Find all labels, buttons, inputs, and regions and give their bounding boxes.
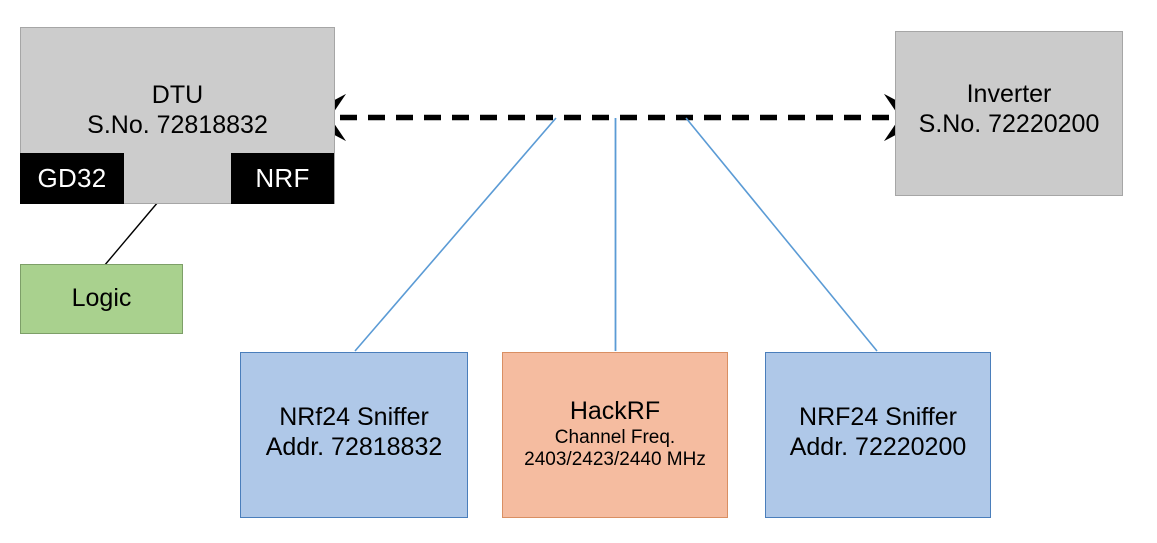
node-nrf[interactable]: NRF [231, 153, 334, 204]
node-gd32[interactable]: GD32 [20, 153, 124, 204]
dtu-serial: S.No. 72818832 [87, 110, 268, 139]
logic-label: Logic [71, 284, 132, 313]
tap-left-line [354, 117, 557, 352]
hackrf-frequencies: 2403/2423/2440 MHz [524, 448, 706, 470]
sniffer-left-title: NRf24 Sniffer [279, 403, 429, 431]
node-nrf24-sniffer-right[interactable]: NRF24 Sniffer Addr. 72220200 [765, 352, 991, 518]
node-hackrf[interactable]: HackRF Channel Freq. 2403/2423/2440 MHz [502, 352, 728, 518]
node-nrf24-sniffer-left[interactable]: NRf24 Sniffer Addr. 72818832 [240, 352, 468, 518]
sniffer-left-address: Addr. 72818832 [265, 432, 443, 461]
sniffer-right-title: NRF24 Sniffer [799, 403, 957, 431]
gd32-label: GD32 [37, 163, 107, 193]
sniffer-right-address: Addr. 72220200 [789, 432, 967, 461]
hackrf-title: HackRF [569, 397, 661, 425]
node-logic[interactable]: Logic [20, 264, 183, 334]
tap-right-line [685, 117, 878, 352]
inverter-serial: S.No. 72220200 [918, 109, 1100, 138]
hackrf-channel-label: Channel Freq. [554, 426, 676, 448]
nrf-label: NRF [255, 163, 310, 193]
inverter-title: Inverter [966, 80, 1052, 108]
dtu-title: DTU [151, 81, 204, 109]
node-inverter[interactable]: Inverter S.No. 72220200 [895, 31, 1123, 196]
